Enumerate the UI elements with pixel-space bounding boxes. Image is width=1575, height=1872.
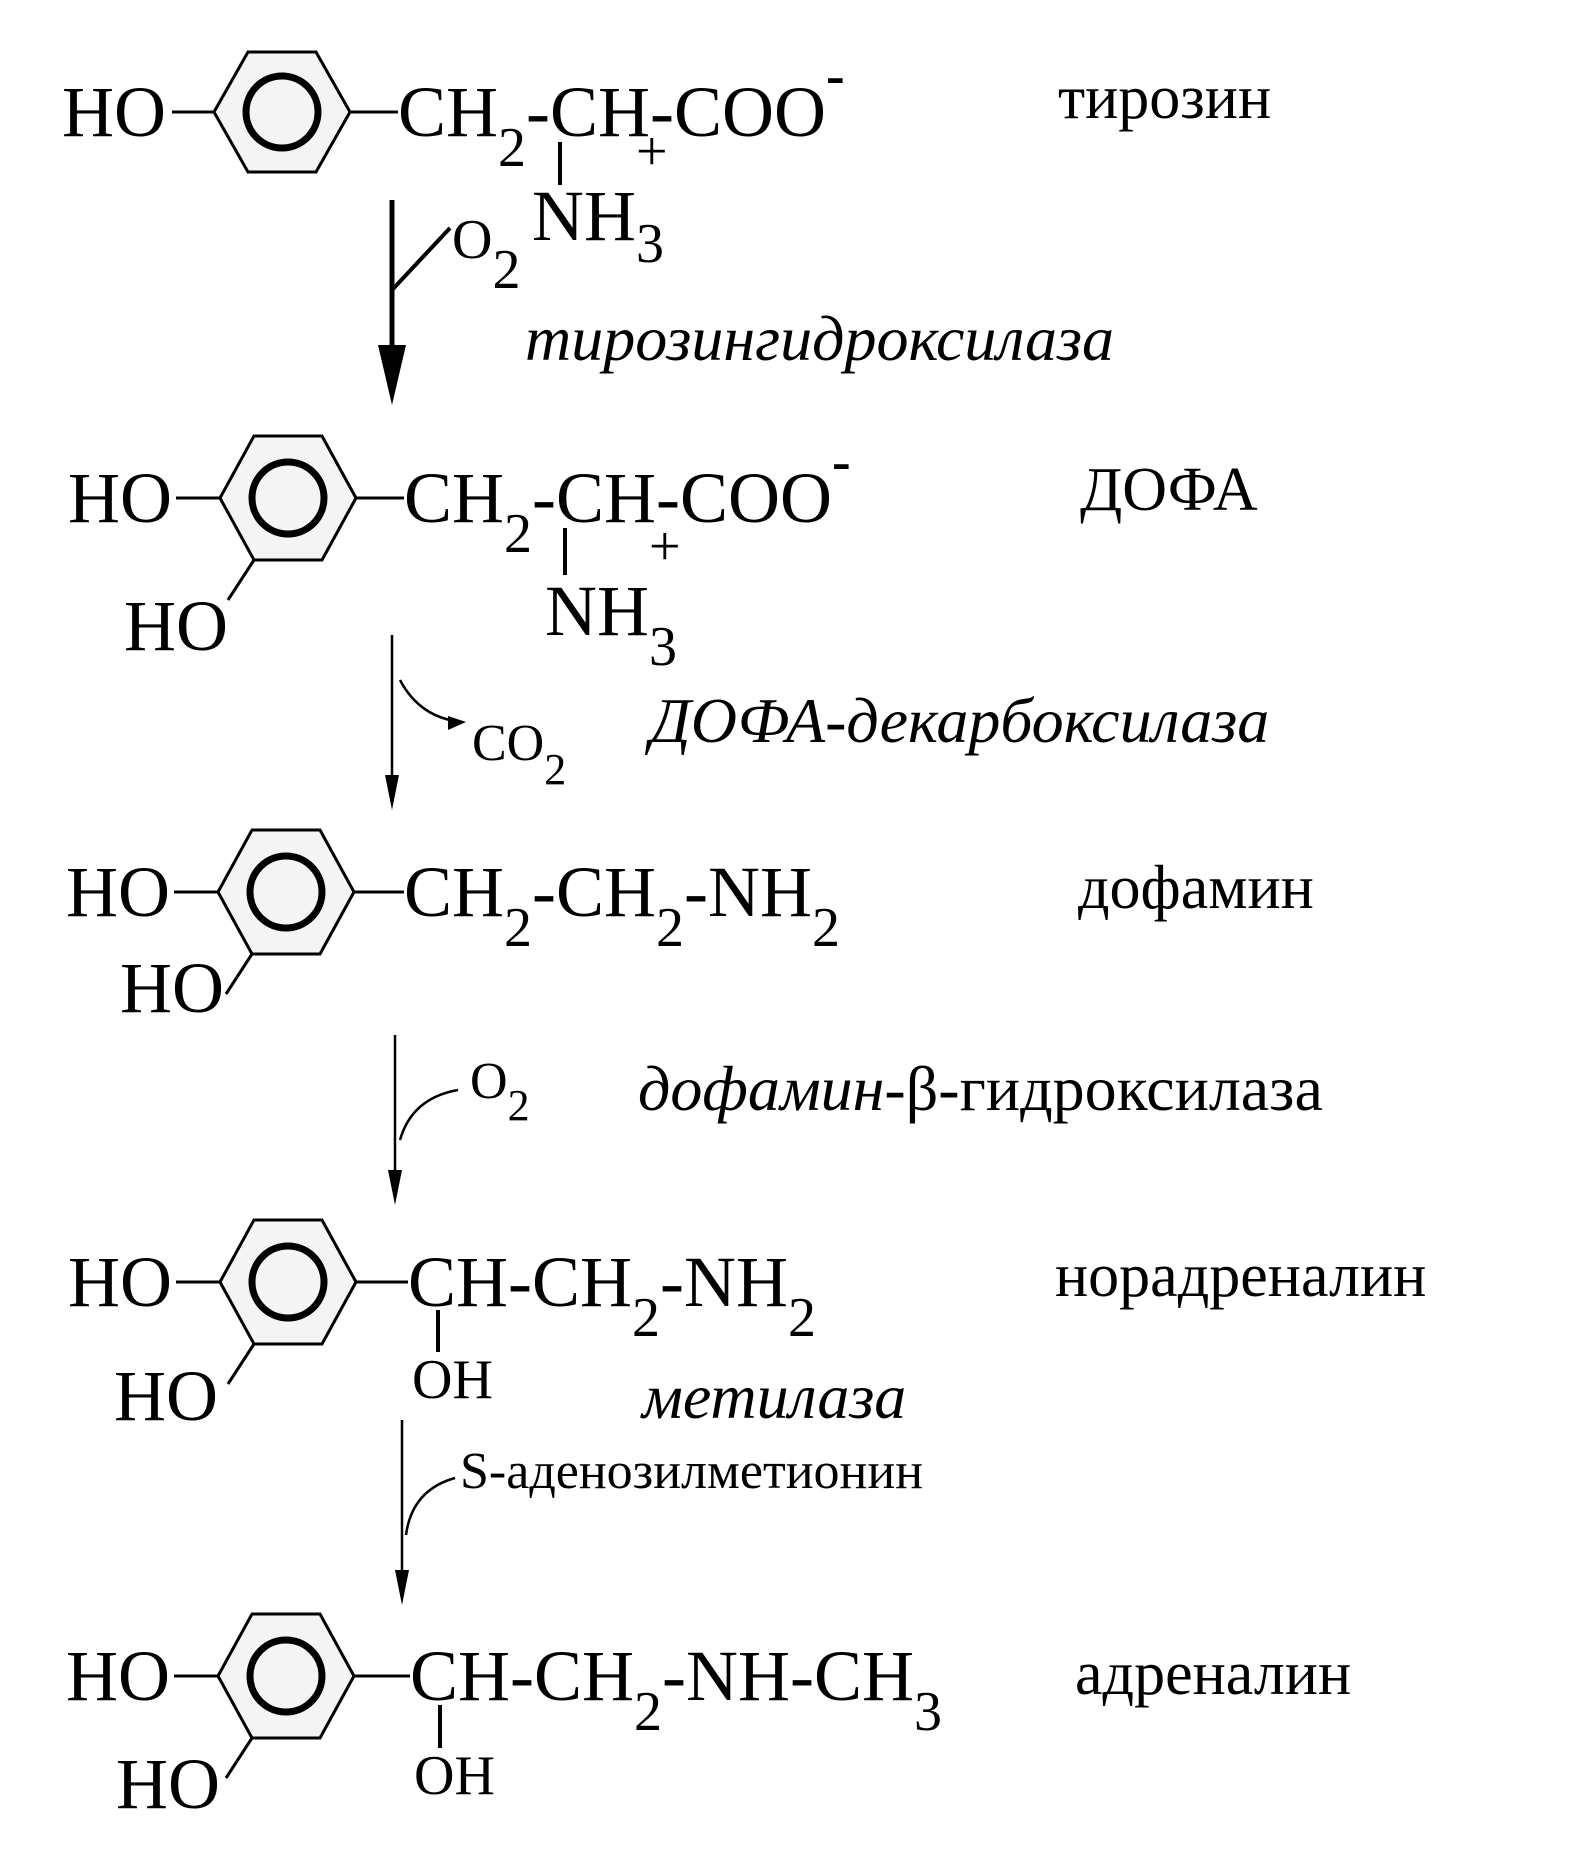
compound-dopamine: HO HO CH2-CH2-NH2 дофамин [66,828,1314,1028]
reaction-arrow-4: метилаза S-аденозилметионин [395,1361,923,1605]
compound-tyrosine: HO CH2-CH-COO- NH3+ тирозин [62,45,1271,275]
amine-group: NH3+ [532,121,668,275]
side-chain: CH2-CH-COO- [404,431,851,565]
compound-noradrenaline: HO HO CH-CH2-NH2 OH норадреналин [68,1218,1426,1436]
amine-group: NH3+ [545,516,681,678]
compound-name: дофамин [1078,854,1314,922]
benzene-ring [218,1218,358,1346]
ho-group-bottom: HO [114,1356,218,1436]
hydroxyl-group: OH [414,1745,495,1807]
ho-group-top: HO [66,852,170,932]
benzene-ring [218,434,358,562]
ho-group-bottom: HO [120,948,224,1028]
enzyme-name: метилаза [640,1361,906,1432]
compound-name: норадреналин [1055,1242,1426,1310]
reaction-arrow-3: O2 дофамин-β-гидроксилаза [388,1035,1323,1205]
side-chain: CH-CH2-NH-CH3 [410,1636,942,1743]
compound-name: ДОФА [1080,456,1258,524]
enzyme-name: тирозингидроксилаза [525,303,1114,374]
compound-adrenaline: HO HO CH-CH2-NH-CH3 OH адреналин [66,1612,1351,1824]
ho-group-top: HO [68,1242,172,1322]
compound-name: адреналин [1075,1640,1351,1708]
side-chain: CH2-CH-COO- [398,45,845,179]
side-chain: CH2-CH2-NH2 [404,852,840,959]
ho-group-top: HO [66,1636,170,1716]
cofactor: CO2 [472,715,566,794]
compound-dopa: HO HO CH2-CH-COO- NH3+ ДОФА [68,431,1258,678]
cofactor: S-аденозилметионин [460,1443,923,1500]
hydroxyl-group: OH [412,1349,493,1411]
compound-name: тирозин [1058,64,1271,132]
enzyme-name: дофамин-β-гидроксилаза [638,1053,1323,1124]
side-chain: CH-CH2-NH2 [408,1242,816,1349]
ho-group-bottom: HO [116,1744,220,1824]
enzyme-name: ДОФА-декарбоксилаза [645,685,1269,756]
ho-group-bottom: HO [124,586,228,666]
reaction-arrow-2: CO2 ДОФА-декарбоксилаза [385,635,1269,810]
benzene-ring [216,828,356,956]
benzene-ring [216,1612,356,1740]
cofactor: O2 [452,209,520,301]
benzene-ring [212,50,352,174]
ho-group-top: HO [62,72,166,152]
reaction-arrow-1: O2 тирозингидроксилаза [378,200,1114,405]
cofactor: O2 [470,1053,530,1130]
ho-group-top: HO [68,458,172,538]
